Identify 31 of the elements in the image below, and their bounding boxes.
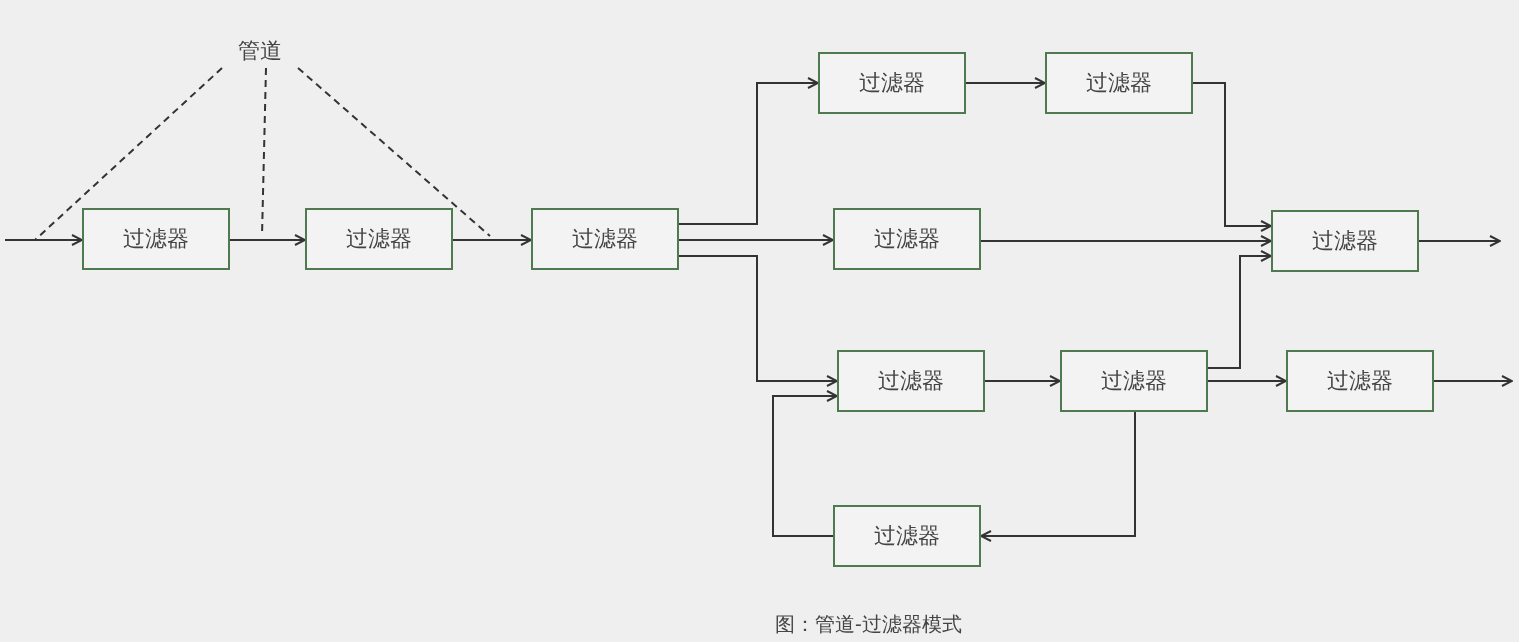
filter-box: 过滤器	[305, 208, 453, 270]
filter-box: 过滤器	[1060, 350, 1208, 412]
filter-box: 过滤器	[1045, 52, 1193, 114]
arrow	[678, 255, 838, 387]
arrow	[229, 234, 306, 246]
leader-line	[297, 67, 491, 237]
arrow	[1207, 375, 1287, 387]
filter-box: 过滤器	[1286, 350, 1434, 412]
arrow	[984, 375, 1061, 387]
filter-box: 过滤器	[818, 52, 966, 114]
arrow	[980, 235, 1272, 247]
filter-box: 过滤器	[531, 208, 679, 270]
arrow	[1418, 235, 1501, 247]
pipe-label: 管道	[222, 34, 298, 68]
filter-box: 过滤器	[82, 208, 230, 270]
arrow	[1192, 82, 1272, 232]
arrow	[4, 234, 83, 246]
arrow	[678, 77, 819, 225]
arrow	[980, 411, 1136, 542]
arrow	[965, 77, 1046, 89]
arrow	[1433, 375, 1513, 387]
filter-box: 过滤器	[1271, 210, 1419, 272]
arrow	[452, 234, 532, 246]
leader-line	[34, 67, 223, 241]
arrow	[1207, 250, 1272, 369]
filter-box: 过滤器	[833, 208, 981, 270]
figure-caption: 图：管道-过滤器模式	[775, 611, 962, 638]
filter-box: 过滤器	[833, 505, 981, 567]
arrow	[678, 234, 834, 246]
filter-box: 过滤器	[837, 350, 985, 412]
arrow	[772, 390, 838, 537]
